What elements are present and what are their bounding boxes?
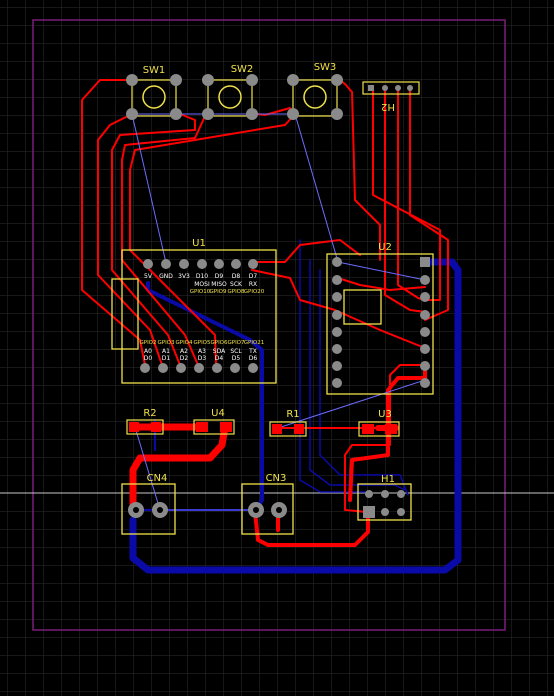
u1-pin-label: GND xyxy=(159,273,173,280)
pad xyxy=(202,108,214,120)
h2-label: H2 xyxy=(381,101,395,112)
u3-footprint[interactable]: U3 xyxy=(358,409,400,437)
u1-pin-label: D1 xyxy=(162,355,171,362)
u1-pin-label: D5 xyxy=(232,355,241,362)
sw1-label: SW1 xyxy=(143,65,166,76)
sw1-footprint[interactable]: SW1 xyxy=(126,65,182,120)
u1-pin-label: GPIO20 xyxy=(244,289,265,295)
u1-bottom-pads xyxy=(140,363,258,373)
pad xyxy=(287,108,299,120)
u1-pin-label: 3V3 xyxy=(178,273,190,280)
cn3-label: CN3 xyxy=(266,473,287,484)
pad xyxy=(126,74,138,86)
u1-pin-label: D2 xyxy=(180,355,189,362)
u2-label: U2 xyxy=(378,242,392,253)
u1-pin-label: 5V xyxy=(144,273,153,280)
u1-pin-label: A0 xyxy=(144,348,152,355)
u1-pin-label: GPIO6 xyxy=(210,340,228,346)
bottom-copper-layer xyxy=(129,239,462,574)
r2-footprint[interactable]: R2 xyxy=(126,408,164,435)
pad xyxy=(170,108,182,120)
u1-pin-label: SDA xyxy=(213,348,226,355)
u1-label: U1 xyxy=(192,238,206,249)
sw2-footprint[interactable]: SW2 xyxy=(202,64,258,120)
u1-pin-label: SCK xyxy=(230,281,243,288)
u1-pin-label: MOSI xyxy=(194,281,210,288)
u2-right-pads xyxy=(420,257,430,388)
u1-pin-label: D4 xyxy=(215,355,224,362)
u2-footprint[interactable]: U2 xyxy=(326,242,434,395)
sw3-footprint[interactable]: SW3 xyxy=(287,62,343,120)
u1-pin-label: GPIO4 xyxy=(175,340,193,346)
u1-pin-label: GPIO21 xyxy=(244,340,265,346)
sw2-label: SW2 xyxy=(231,64,254,75)
u1-pin-label: D3 xyxy=(198,355,207,362)
u1-pin-label: MISO xyxy=(211,281,227,288)
u1-pin-label: D8 xyxy=(232,273,241,280)
u1-pin-label: GPIO10 xyxy=(190,289,211,295)
u1-pin-label: GPIO7 xyxy=(227,340,245,346)
u2-left-pads xyxy=(332,257,342,388)
u1-pin-label: RX xyxy=(249,281,257,288)
cn4-label: CN4 xyxy=(147,473,168,484)
pad xyxy=(287,74,299,86)
top-copper-layer xyxy=(81,79,449,547)
r2-label: R2 xyxy=(143,408,156,419)
u1-top-pads xyxy=(143,259,258,269)
u1-pin-label: D0 xyxy=(144,355,153,362)
pad xyxy=(126,108,138,120)
u1-pin-label: A3 xyxy=(198,348,206,355)
h1-footprint[interactable]: H1 xyxy=(357,474,412,521)
u1-pin-label: SCL xyxy=(230,348,242,355)
h2-footprint[interactable]: H2 xyxy=(362,81,420,112)
u1-pin-label: TX xyxy=(248,348,257,355)
u1-pin-label: GPIO5 xyxy=(193,340,211,346)
u1-footprint[interactable]: U1 5V GND 3V3 D10 D9 D8 D7 MOSI xyxy=(111,238,277,384)
h1-label: H1 xyxy=(381,474,395,485)
pad xyxy=(331,108,343,120)
pad xyxy=(170,74,182,86)
u1-pin-label: GPIO8 xyxy=(227,289,245,295)
board-outline xyxy=(32,19,506,631)
ratsnest-lines xyxy=(131,113,426,511)
pad xyxy=(202,74,214,86)
r1-label: R1 xyxy=(286,409,299,420)
u1-pin-label: GPIO3 xyxy=(157,340,175,346)
u1-pin-label: GPIO2 xyxy=(139,340,156,346)
pad xyxy=(246,108,258,120)
u2-inner-outline xyxy=(343,289,382,325)
u1-usb-outline xyxy=(111,278,139,350)
pad xyxy=(331,74,343,86)
cn4-footprint[interactable]: CN4 xyxy=(121,473,176,535)
u4-label: U4 xyxy=(211,408,225,419)
u4-footprint[interactable]: U4 xyxy=(193,408,235,435)
r1-footprint[interactable]: R1 xyxy=(269,409,307,437)
u3-label: U3 xyxy=(378,409,392,420)
u1-pin-label: D9 xyxy=(215,273,224,280)
u1-pin-label: A2 xyxy=(180,348,188,355)
cn3-footprint[interactable]: CN3 xyxy=(241,473,294,535)
u1-pin-label: D10 xyxy=(196,273,208,280)
pad xyxy=(246,74,258,86)
u1-pin-label: GPIO9 xyxy=(209,289,227,295)
u1-pin-label: A1 xyxy=(162,348,170,355)
u1-pin-label: D7 xyxy=(249,273,258,280)
sw3-label: SW3 xyxy=(314,62,337,73)
u1-pin-label: D6 xyxy=(249,355,258,362)
